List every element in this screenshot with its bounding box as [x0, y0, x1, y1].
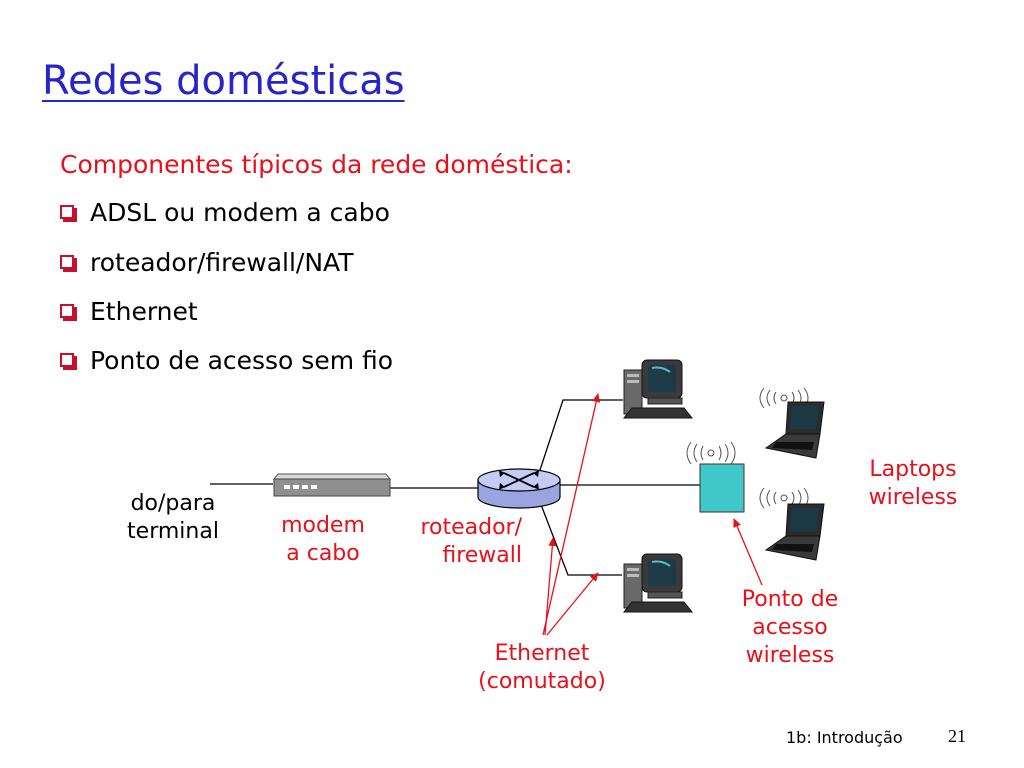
router-label-line: roteador/ [420, 515, 522, 540]
wireless-access-point-icon [686, 441, 745, 513]
bullet-box-icon [60, 255, 74, 269]
ethernet-arrow [544, 537, 557, 636]
laptops-label-line: Laptops [869, 457, 957, 482]
bullet-text: Ethernet [90, 297, 198, 326]
bullet-item: Ponto de acesso sem fio [60, 346, 393, 375]
router-label-line: firewall [442, 543, 522, 568]
laptop-icon [759, 387, 825, 459]
slide-title: Redes domésticas [42, 58, 405, 104]
page-number: 21 [948, 726, 966, 746]
desktop-computer-icon [622, 359, 694, 419]
desktop-computer-icon [622, 553, 694, 613]
access-point-label-line: acesso [752, 615, 828, 640]
bullet-box-icon [60, 304, 74, 318]
network-links [210, 399, 700, 576]
ethernet-arrow [542, 393, 601, 636]
laptops-label-line: wireless [868, 485, 958, 510]
ethernet-label-line: (comutado) [478, 669, 606, 694]
footer-section-label: 1b: Introdução [786, 728, 903, 747]
modem-label-line: modem [281, 513, 365, 538]
cable-modem-icon [272, 473, 392, 497]
annotation-arrows [542, 393, 763, 636]
router-label: roteador/ firewall [382, 514, 522, 570]
bullet-item: Ethernet [60, 297, 198, 326]
laptop-icon [759, 487, 825, 561]
bullet-box-icon [60, 353, 74, 367]
ethernet-label: Ethernet (comutado) [462, 640, 622, 696]
access-point-label: Ponto de acesso wireless [720, 586, 860, 670]
bullet-item: roteador/firewall/NAT [60, 248, 353, 277]
laptops-label: Laptops wireless [848, 456, 978, 512]
modem-label-line: a cabo [286, 541, 360, 566]
router-icon [477, 468, 561, 509]
terminal-label: do/para terminal [118, 490, 228, 546]
bullet-box-icon [60, 205, 74, 219]
access-point-label-line: Ponto de [741, 587, 839, 612]
bullet-item: ADSL ou modem a cabo [60, 198, 390, 227]
slide-subtitle: Componentes típicos da rede doméstica: [60, 150, 573, 179]
access-point-label-line: wireless [745, 643, 835, 668]
ethernet-arrow [546, 572, 599, 636]
terminal-label-line: do/para [130, 491, 216, 516]
access-point-arrow [733, 518, 763, 586]
bullet-text: roteador/firewall/NAT [90, 248, 354, 277]
ethernet-label-line: Ethernet [494, 641, 590, 666]
router-pc-bottom-link [539, 501, 622, 576]
router-pc-top-link [539, 399, 623, 471]
terminal-label-line: terminal [127, 519, 219, 544]
bullet-text: Ponto de acesso sem fio [90, 346, 394, 375]
bullet-text: ADSL ou modem a cabo [90, 198, 390, 227]
modem-label: modem a cabo [268, 512, 378, 568]
